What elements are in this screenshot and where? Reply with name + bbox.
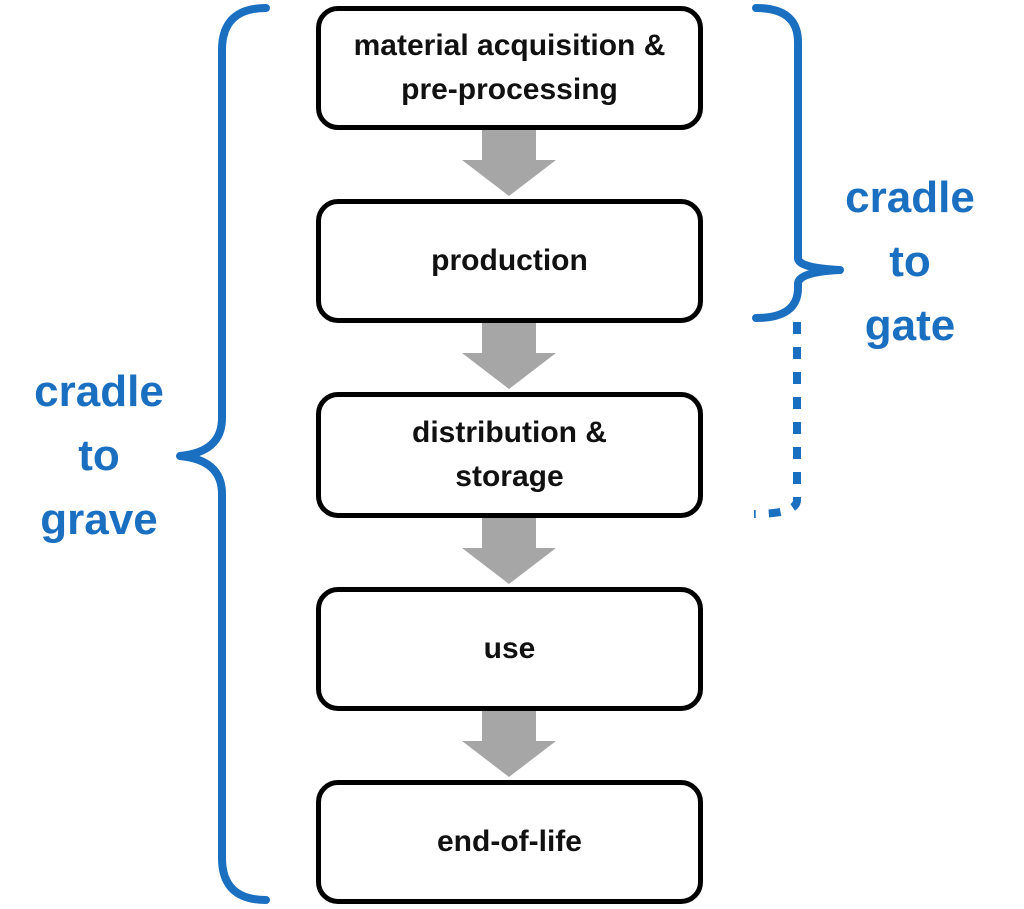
cradle-to-grave-label: cradle to grave <box>34 367 164 544</box>
cradle-to-gate-label: cradle to gate <box>845 173 975 350</box>
stage-box-distribution-storage: distribution & storage <box>316 392 703 518</box>
arrow-material-to-production <box>462 130 556 196</box>
arrow-distribution-to-use <box>462 518 556 584</box>
stage-label-distribution-storage: distribution & storage <box>412 416 607 493</box>
cradle-to-gate-dotted-extension <box>753 322 801 518</box>
stage-box-use: use <box>316 587 703 711</box>
stage-box-material-acquisition: material acquisition & pre-processing <box>316 6 703 130</box>
cradle-to-grave-bracket <box>176 4 270 904</box>
stage-label-use: use <box>483 632 536 665</box>
stage-label-production: production <box>431 244 588 277</box>
stage-label-material-acquisition: material acquisition & pre-processing <box>353 29 666 106</box>
cradle-to-gate-bracket <box>752 4 844 322</box>
stage-box-production: production <box>316 199 703 323</box>
arrow-production-to-distribution <box>462 323 556 389</box>
stage-box-end-of-life: end-of-life <box>316 780 703 904</box>
stage-label-end-of-life: end-of-life <box>437 825 582 858</box>
arrow-use-to-end-of-life <box>462 711 556 777</box>
